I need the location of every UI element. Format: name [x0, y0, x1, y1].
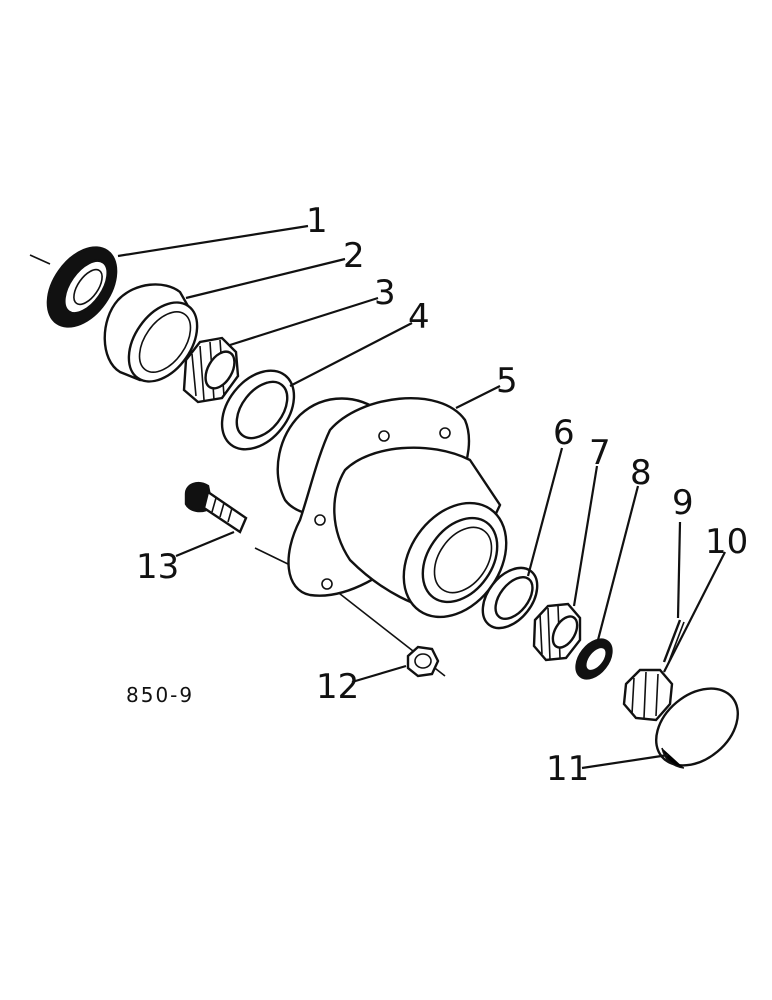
part-11-grease-cap — [654, 687, 740, 769]
callout-11: 11 — [546, 749, 589, 789]
callout-7: 7 — [589, 433, 611, 473]
part-4-bearing-cup — [220, 369, 296, 451]
part-3-bearing-cone — [182, 336, 240, 404]
part-9-cotter-pin — [662, 619, 685, 665]
leader-lines — [117, 224, 726, 770]
part-6-bearing-cup — [481, 566, 539, 630]
callout-1: 1 — [306, 201, 328, 241]
figure-code: 850-9 — [126, 683, 194, 707]
part-7-bearing-cone — [532, 602, 582, 662]
callout-4: 4 — [408, 297, 430, 337]
part-1-seal — [46, 246, 118, 328]
part-8-washer — [575, 638, 613, 680]
part-10-castle-nut — [622, 668, 674, 722]
callout-13: 13 — [136, 547, 179, 587]
part-12-nut — [406, 645, 440, 678]
callout-10: 10 — [705, 522, 748, 562]
part-5-hub — [276, 397, 508, 619]
callout-8: 8 — [630, 453, 652, 493]
callout-2: 2 — [343, 236, 365, 276]
part-2-bearing-cup — [103, 283, 199, 383]
callout-9: 9 — [672, 483, 694, 523]
callout-6: 6 — [553, 413, 575, 453]
callout-3: 3 — [374, 273, 396, 313]
part-13-wheel-bolt — [184, 482, 248, 534]
callout-5: 5 — [496, 361, 518, 401]
callout-12: 12 — [316, 667, 359, 707]
callout-labels: 1 2 3 4 5 6 7 8 9 10 11 12 13 — [136, 201, 748, 789]
